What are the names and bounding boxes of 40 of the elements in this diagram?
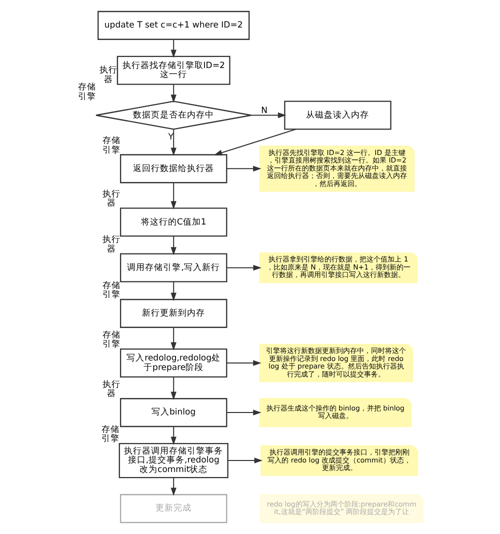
node-label: 存储引擎 — [78, 82, 96, 102]
arrow — [170, 328, 176, 350]
node-label: 存储引擎 — [102, 280, 120, 300]
node-box: 将这行的C值加1 — [119, 208, 227, 237]
node-box: 返回行数据给执行器 — [119, 154, 227, 184]
node-label: 存储引擎 — [102, 330, 120, 350]
node-box: 写入redolog,redolog处于prepare阶段 — [119, 348, 227, 378]
arrow — [170, 478, 176, 496]
arrow — [250, 112, 286, 118]
node-label: 存储引擎 — [102, 136, 120, 156]
node-label: 执行器 — [102, 235, 120, 254]
node-box: 新行更新到内存 — [119, 298, 227, 328]
node-box: update T set c=c+1 where ID=2 — [97, 10, 250, 40]
node-diamond: 数据页是否在内存中 — [94, 100, 252, 130]
node-box: 更新完成 — [119, 494, 227, 524]
arrow — [170, 84, 176, 103]
node-label: 执行器 — [102, 380, 120, 400]
arrow — [226, 264, 261, 271]
edge-label: Y — [168, 132, 173, 142]
arrow — [226, 410, 261, 416]
arrow — [226, 166, 261, 172]
arrow — [170, 282, 176, 301]
node-box: 调用存储引擎,写入新行 — [119, 253, 227, 282]
arrow — [170, 182, 176, 210]
arrow — [226, 360, 261, 366]
node-label: 执行器 — [102, 189, 120, 209]
edge-label: N — [260, 106, 267, 116]
node-label: 存储引擎 — [101, 424, 119, 444]
arrow — [170, 377, 176, 400]
arrow — [170, 39, 176, 58]
node-label: 执行器 — [99, 66, 118, 85]
node-box: 执行器调用存储引擎事务接口,提交事务,redolog改为commit状态 — [118, 442, 228, 478]
arrow — [170, 236, 176, 256]
node-box: 执行器找存储引擎取ID=2这一行 — [116, 56, 230, 85]
node-box: 写入binlog — [119, 398, 227, 428]
arrow — [227, 458, 262, 464]
arrow — [170, 426, 176, 445]
arrow — [213, 128, 296, 156]
arrow — [170, 129, 176, 156]
node-box: 从磁盘读入内存 — [284, 100, 391, 130]
